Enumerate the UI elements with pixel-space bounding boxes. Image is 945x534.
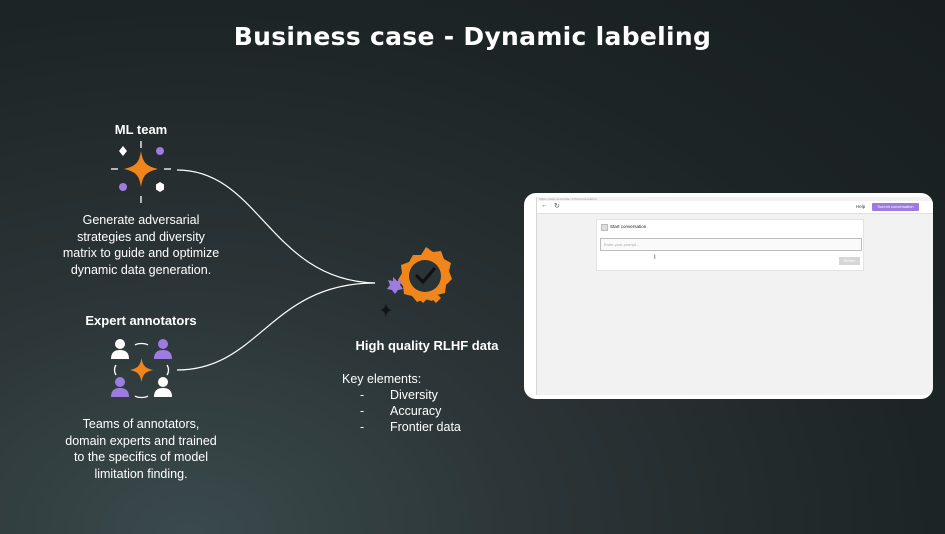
app-url: https://app.example.com/conversation xyxy=(539,197,598,201)
ml-team-description-line: matrix to guide and optimize xyxy=(62,246,220,260)
connector-annotators xyxy=(176,282,376,371)
bullet-dash: - xyxy=(360,420,365,434)
conversation-card: Start conversation Enter your prompt... … xyxy=(596,219,864,271)
help-link[interactable]: Help xyxy=(856,204,866,209)
key-element-item: - Accuracy xyxy=(360,403,461,419)
text-cursor-icon: I xyxy=(654,255,656,261)
app-toolbar: ← ↻ Help Submit conversation xyxy=(537,201,933,214)
ml-team-description-line: strategies and diversity xyxy=(77,229,205,244)
app-window: https://app.example.com/conversation ← ↻… xyxy=(536,197,933,395)
prompt-input[interactable]: Enter your prompt... xyxy=(600,238,862,251)
submit-conversation-button[interactable]: Submit conversation xyxy=(872,203,919,211)
key-element-label: Frontier data xyxy=(390,420,461,434)
refresh-icon[interactable]: ↻ xyxy=(554,203,560,210)
key-elements-title: Key elements: xyxy=(342,372,422,386)
arrow-left-icon[interactable]: ← xyxy=(541,202,548,209)
ml-team-heading: ML team xyxy=(114,122,168,137)
expert-annotators-description-line: limitation finding. xyxy=(94,466,188,481)
expert-annotators-description-line: to the specifics of model xyxy=(73,450,209,464)
connector-ml-team xyxy=(176,169,376,284)
expert-annotators-heading: Expert annotators xyxy=(85,313,197,328)
key-element-item: - Frontier data xyxy=(360,419,461,435)
expert-annotators-description-line: domain experts and trained xyxy=(65,433,217,448)
sparkle-cluster-icon xyxy=(111,141,171,203)
people-group-icon xyxy=(111,339,172,399)
expert-annotators-description: Teams of annotators, domain experts and … xyxy=(40,416,242,482)
key-elements-list: - Diversity - Accuracy - Frontier data xyxy=(360,387,461,435)
verified-badge-icon xyxy=(380,247,452,317)
ml-team-description-line: Generate adversarial xyxy=(82,213,200,227)
key-element-item: - Diversity xyxy=(360,387,461,403)
slide-title: Business case - Dynamic labeling xyxy=(233,22,712,51)
bullet-dash: - xyxy=(360,388,365,402)
rlhf-heading: High quality RLHF data xyxy=(355,338,499,353)
start-conversation-label: Start conversation xyxy=(610,224,647,229)
expert-annotators-description-line: Teams of annotators, xyxy=(82,417,200,431)
return-button[interactable]: Return xyxy=(839,257,860,265)
ml-team-description: Generate adversarial strategies and dive… xyxy=(40,212,242,278)
app-screenshot: https://app.example.com/conversation ← ↻… xyxy=(524,193,933,399)
ml-team-description-line: dynamic data generation. xyxy=(70,262,212,277)
bullet-dash: - xyxy=(360,404,365,418)
key-element-label: Diversity xyxy=(390,388,438,402)
start-conversation-checkbox[interactable] xyxy=(601,224,608,231)
key-element-label: Accuracy xyxy=(390,404,442,418)
